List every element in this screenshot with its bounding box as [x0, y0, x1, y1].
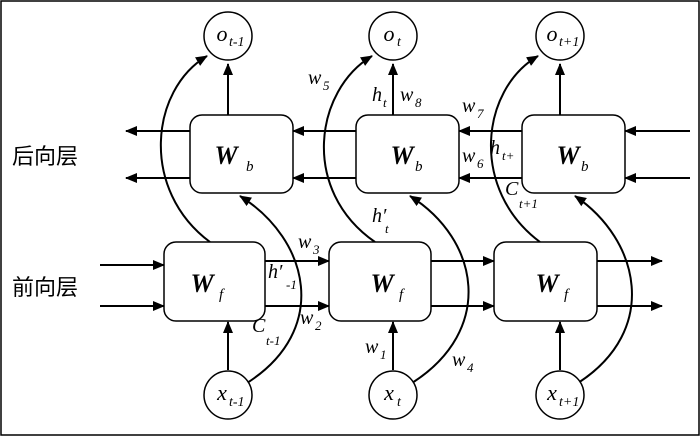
- cell-weight-label: W: [556, 141, 581, 170]
- cell-weight-label: W: [535, 269, 560, 298]
- svg-text:3: 3: [312, 242, 320, 257]
- cell-weight-label: W: [390, 141, 415, 170]
- svg-text:o: o: [217, 21, 228, 46]
- svg-text:2: 2: [315, 318, 322, 333]
- svg-text:t-1: t-1: [266, 333, 280, 348]
- weight-w3: w: [298, 231, 312, 253]
- svg-text:1: 1: [380, 347, 387, 362]
- input-node-3: x t+1: [535, 370, 585, 420]
- weight-w1: w: [365, 336, 379, 358]
- svg-text:t: t: [385, 221, 389, 236]
- backward-cell-1: W b: [189, 114, 294, 194]
- state-labels: h t h t+ C t+1 h′ t h′ -1 C t-1: [252, 84, 538, 348]
- input-to-backward-curves: [239, 195, 633, 384]
- output-node-1: o t-1: [203, 11, 253, 61]
- weight-w6: w: [462, 145, 476, 167]
- output-arrows: [223, 63, 565, 115]
- svg-text:6: 6: [477, 156, 484, 171]
- forward-cell-1: W f: [163, 241, 266, 322]
- svg-text:t+1: t+1: [519, 196, 538, 211]
- svg-text:t-1: t-1: [229, 35, 245, 50]
- svg-text:t: t: [397, 395, 402, 410]
- cell-weight-label: W: [214, 141, 239, 170]
- cell-weight-sub: b: [415, 159, 423, 175]
- svg-text:t+: t+: [502, 148, 514, 163]
- cell-weight-label: W: [190, 269, 215, 298]
- svg-text:t+1: t+1: [559, 35, 579, 50]
- input-node-1: x t-1: [203, 370, 253, 420]
- state-h-t: h: [372, 84, 382, 106]
- svg-text:-1: -1: [286, 277, 297, 292]
- input-arrows: [223, 321, 565, 370]
- svg-text:o: o: [384, 21, 395, 46]
- state-h-prime-t: h′: [372, 205, 387, 227]
- cell-weight-sub: f: [399, 287, 405, 303]
- weight-w8: w: [400, 84, 414, 106]
- cell-weight-sub: b: [246, 159, 254, 175]
- weight-w5: w: [308, 67, 322, 89]
- svg-text:x: x: [546, 380, 557, 405]
- weight-labels: w 5 w 8 w 7 w 6 w 3 w 2 w 1 w 4: [298, 67, 484, 375]
- svg-text:t+1: t+1: [559, 395, 579, 410]
- weight-w7: w: [462, 95, 476, 117]
- svg-text:t: t: [383, 95, 387, 110]
- cell-weight-sub: f: [219, 287, 225, 303]
- svg-text:t: t: [397, 35, 402, 50]
- forward-cell-2: W f: [328, 241, 432, 322]
- state-c-t-minus-1: C: [252, 315, 266, 337]
- forward-layer-label: 前向层: [12, 276, 78, 301]
- svg-text:o: o: [547, 21, 558, 46]
- backward-cell-3: W b: [521, 114, 626, 194]
- state-c-t-plus-1: C: [505, 178, 519, 200]
- state-h-prime-minus1: h′: [268, 261, 283, 283]
- svg-text:5: 5: [323, 78, 330, 93]
- svg-text:x: x: [383, 380, 394, 405]
- output-node-2: o t: [368, 11, 418, 61]
- cell-weight-sub: b: [581, 159, 589, 175]
- svg-text:8: 8: [415, 95, 422, 110]
- cell-weight-label: W: [370, 269, 395, 298]
- state-h-t-plus: h: [490, 137, 500, 159]
- backward-flow-arrows: [125, 126, 690, 183]
- backward-layer-label: 后向层: [12, 145, 78, 170]
- cell-weight-sub: f: [564, 287, 570, 303]
- forward-cell-3: W f: [493, 241, 598, 322]
- svg-text:4: 4: [467, 360, 474, 375]
- weight-w4: w: [452, 349, 466, 371]
- forward-to-output-curves: [159, 55, 541, 243]
- input-node-2: x t: [368, 370, 418, 420]
- output-node-3: o t+1: [535, 11, 585, 61]
- weight-w2: w: [300, 307, 314, 329]
- svg-text:x: x: [216, 380, 227, 405]
- svg-text:7: 7: [477, 106, 484, 121]
- svg-text:t-1: t-1: [229, 395, 245, 410]
- backward-cell-2: W b: [355, 114, 460, 194]
